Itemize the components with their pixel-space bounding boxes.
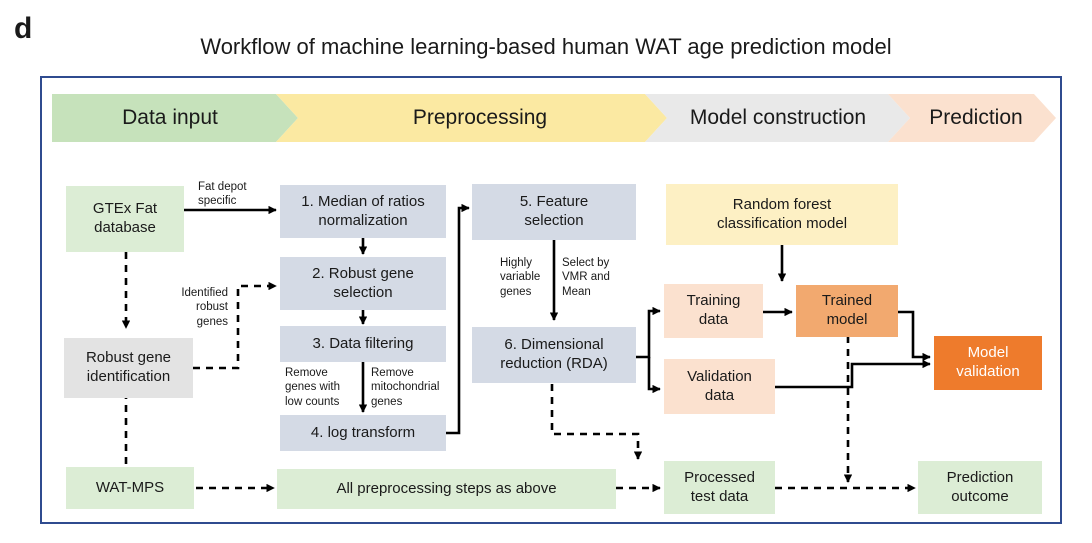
panel-letter: d: [14, 12, 33, 45]
trained-model-box: Trained model: [796, 285, 898, 337]
label-remove-mitochondrial: Remove mitochondrial genes: [371, 367, 440, 408]
dashed-arrow-step6-to-processed: [550, 384, 643, 460]
arrow-trained-to-model-validation: [898, 310, 931, 362]
workflow-frame: [40, 76, 1062, 524]
step6-dimensional-reduction-box: 6. Dimensional reduction (RDA): [472, 327, 636, 383]
robust-gene-identification-box: Robust gene identification: [64, 338, 193, 398]
stage-arrow-model-construction: [645, 94, 910, 142]
step5-feature-selection-box: 5. Feature selection: [472, 184, 636, 240]
label-fat-depot-specific: Fat depot specific: [198, 181, 247, 208]
arrow-step6-to-validation: [647, 357, 661, 394]
step3-data-filtering-box: 3. Data filtering: [280, 326, 446, 362]
label-select-by-vmr: Select by VMR and Mean: [562, 257, 610, 298]
label-highly-variable-genes: Highly variable genes: [500, 257, 541, 298]
prediction-outcome-box: Prediction outcome: [918, 461, 1042, 514]
stage-arrow-preprocessing: [276, 94, 667, 142]
validation-data-box: Validation data: [664, 359, 775, 414]
label-identified-robust-genes: Identified robust genes: [181, 287, 228, 328]
random-forest-model-box: Random forest classification model: [666, 184, 898, 245]
arrow-step4-to-step5: [446, 203, 470, 435]
dashed-arrow-robust-id-to-step2: [193, 281, 277, 370]
model-validation-box: Model validation: [934, 336, 1042, 390]
training-data-box: Training data: [664, 284, 763, 338]
stage-arrow-data-input: [52, 94, 298, 142]
wat-mps-box: WAT-MPS: [66, 467, 194, 509]
all-preprocessing-steps-box: All preprocessing steps as above: [277, 469, 616, 509]
step2-robust-gene-selection-box: 2. Robust gene selection: [280, 257, 446, 310]
step1-normalization-box: 1. Median of ratios normalization: [280, 185, 446, 238]
arrow-validation-to-model-validation: [775, 359, 931, 389]
arrow-step6-to-training: [636, 306, 661, 359]
stage-prediction: Prediction: [929, 106, 1023, 129]
stage-model-construction: Model construction: [689, 106, 867, 129]
gtex-fat-database-box: GTEx Fat database: [66, 186, 184, 252]
step4-log-transform-box: 4. log transform: [280, 415, 446, 451]
stage-arrow-prediction: [888, 94, 1056, 142]
stage-data-input: Data input: [122, 106, 218, 129]
label-remove-low-counts: Remove genes with low counts: [285, 367, 340, 408]
processed-test-data-box: Processed test data: [664, 461, 775, 514]
figure-title: Workflow of machine learning-based human…: [200, 34, 892, 59]
stage-preprocessing: Preprocessing: [412, 106, 548, 129]
